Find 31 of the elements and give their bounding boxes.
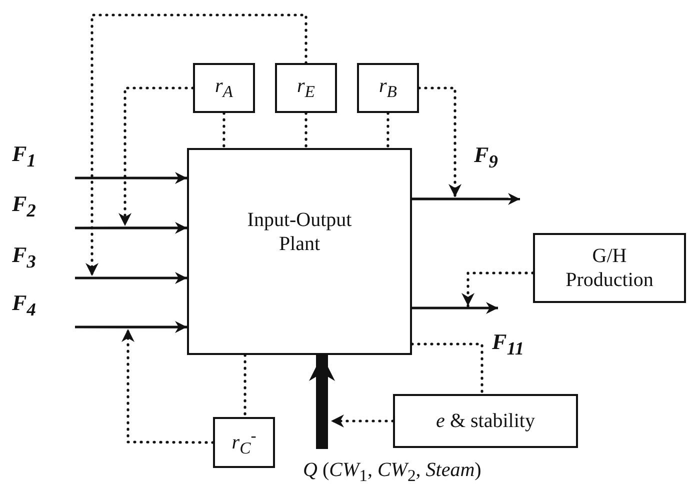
dotted-arrow [330, 414, 394, 428]
block-box [357, 63, 419, 113]
arrow [75, 172, 187, 184]
arrow [412, 302, 498, 314]
arrow [75, 272, 187, 284]
dotted-arrow [86, 14, 308, 278]
arrow [412, 193, 520, 205]
arrow [75, 321, 187, 334]
block-box [193, 63, 255, 113]
block-box [275, 63, 337, 113]
block-box [393, 394, 578, 448]
block-label: Input-Output Plant [246, 208, 353, 256]
arrow [75, 222, 187, 234]
thick-arrow [309, 355, 335, 449]
dotted-line [304, 112, 308, 150]
dotted-arrow [118, 86, 194, 228]
dotted-line [222, 112, 226, 150]
block-box [213, 417, 275, 468]
block-label: r$_{B}$ [379, 74, 397, 102]
process-box [187, 148, 412, 355]
block-label: r$_{E}$ [297, 74, 315, 102]
block-label: G/H Production [564, 244, 654, 292]
dotted-arrow [122, 328, 214, 444]
dotted-line [386, 112, 390, 150]
dotted-arrow [462, 272, 534, 308]
dotted-arrow [418, 86, 462, 198]
block-label: e & stability [436, 409, 535, 433]
dotted-line [410, 342, 484, 396]
dotted-line [244, 354, 246, 418]
block-label: r$_{A}$ [215, 74, 233, 102]
block-box [533, 233, 686, 303]
